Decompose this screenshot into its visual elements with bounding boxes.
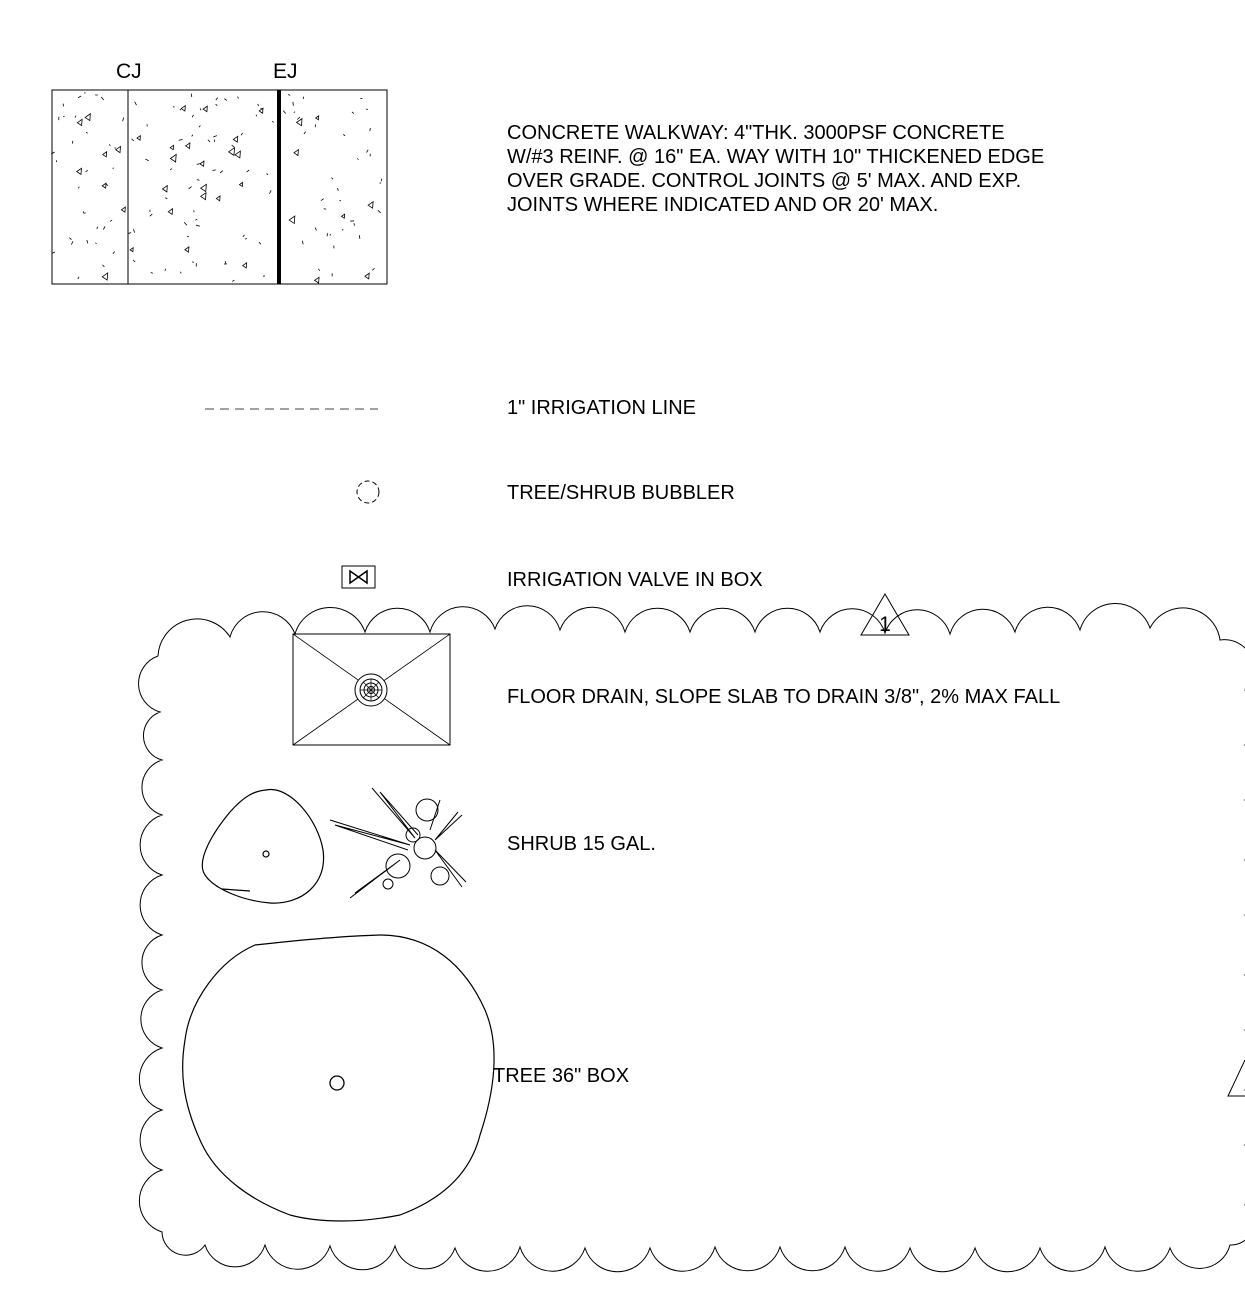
concrete-walkway-note: CONCRETE WALKWAY: 4"THK. 3000PSF CONCRET… — [507, 121, 1044, 217]
floor-drain-label: FLOOR DRAIN, SLOPE SLAB TO DRAIN 3/8", 2… — [507, 686, 1061, 708]
revision-number: 1 — [879, 613, 891, 636]
tree-label: TREE 36" BOX — [493, 1065, 630, 1087]
irrigation-line-label: 1" IRRIGATION LINE — [507, 397, 696, 419]
bubbler-label: TREE/SHRUB BUBBLER — [507, 482, 735, 504]
revision-cloud-icon — [138, 602, 1245, 1273]
concrete-note-line: OVER GRADE. CONTROL JOINTS @ 5' MAX. AND… — [507, 170, 1022, 192]
ej-label: EJ — [273, 60, 298, 83]
floor-drain-icon — [292, 633, 451, 746]
revision-triangle-icon: 1 — [860, 593, 910, 636]
shrub-label: SHRUB 15 GAL. — [507, 833, 656, 855]
concrete-hatch-icon — [51, 89, 388, 285]
concrete-note-line: CONCRETE WALKWAY: 4"THK. 3000PSF CONCRET… — [507, 122, 1005, 144]
concrete-note-line: W/#3 REINF. @ 16" EA. WAY WITH 10" THICK… — [507, 146, 1045, 168]
dashed-circle-icon — [356, 480, 380, 504]
shrub-icon — [201, 789, 325, 904]
bowtie-valve-icon — [341, 565, 376, 589]
tree-canopy-icon — [182, 934, 495, 1222]
shrub-spiky-icon — [329, 787, 467, 899]
valve-label: IRRIGATION VALVE IN BOX — [507, 569, 763, 591]
cj-label: CJ — [116, 60, 142, 83]
concrete-note-line: JOINTS WHERE INDICATED AND OR 20' MAX. — [507, 194, 939, 216]
